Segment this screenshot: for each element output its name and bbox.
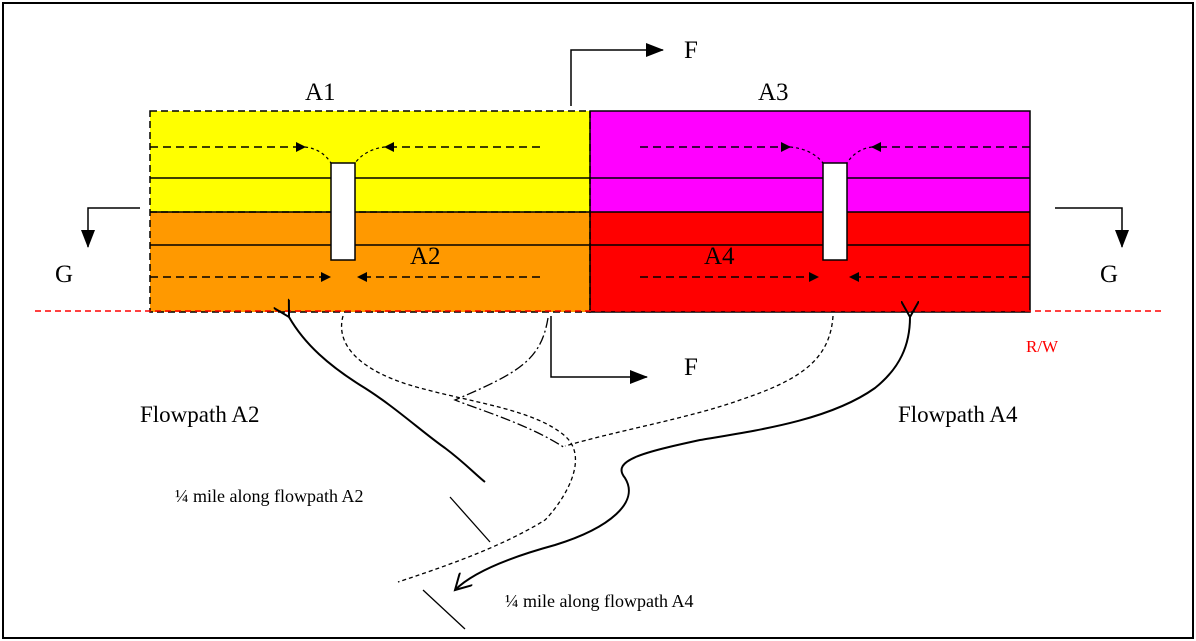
region-a4 (590, 212, 1030, 312)
dashed-channel-paths (341, 315, 834, 583)
region-a3-label: A3 (758, 79, 789, 106)
quarter-mile-tick-a4 (422, 589, 466, 630)
inlet-left (330, 162, 356, 261)
flowpath-a4-curve (455, 317, 910, 590)
gutter-flow-arrows (150, 142, 1030, 282)
inlet-right (822, 162, 848, 261)
quarter-mile-a4-label: ¼ mile along flowpath A4 (505, 591, 693, 611)
section-f-label-bottom: F (684, 354, 698, 381)
region-a2 (150, 212, 590, 312)
region-a1 (150, 111, 590, 212)
region-a4-label: A4 (704, 243, 735, 270)
section-g-markers (81, 207, 1129, 248)
section-g-label-right: G (1100, 261, 1118, 288)
region-a3 (590, 111, 1030, 212)
right-of-way-label: R/W (1026, 337, 1059, 356)
inlet-approach-curves (304, 146, 873, 164)
region-a1-label: A1 (305, 79, 336, 106)
section-f-label-top: F (684, 37, 698, 64)
region-a2-label: A2 (410, 243, 441, 270)
section-g-label-left: G (55, 261, 73, 288)
flowpath-a4-label: Flowpath A4 (898, 402, 1018, 427)
quarter-mile-tick-a2 (449, 496, 491, 543)
quarter-mile-a2-label: ¼ mile along flowpath A2 (175, 486, 363, 506)
flowpath-a2-label: Flowpath A2 (140, 402, 259, 427)
